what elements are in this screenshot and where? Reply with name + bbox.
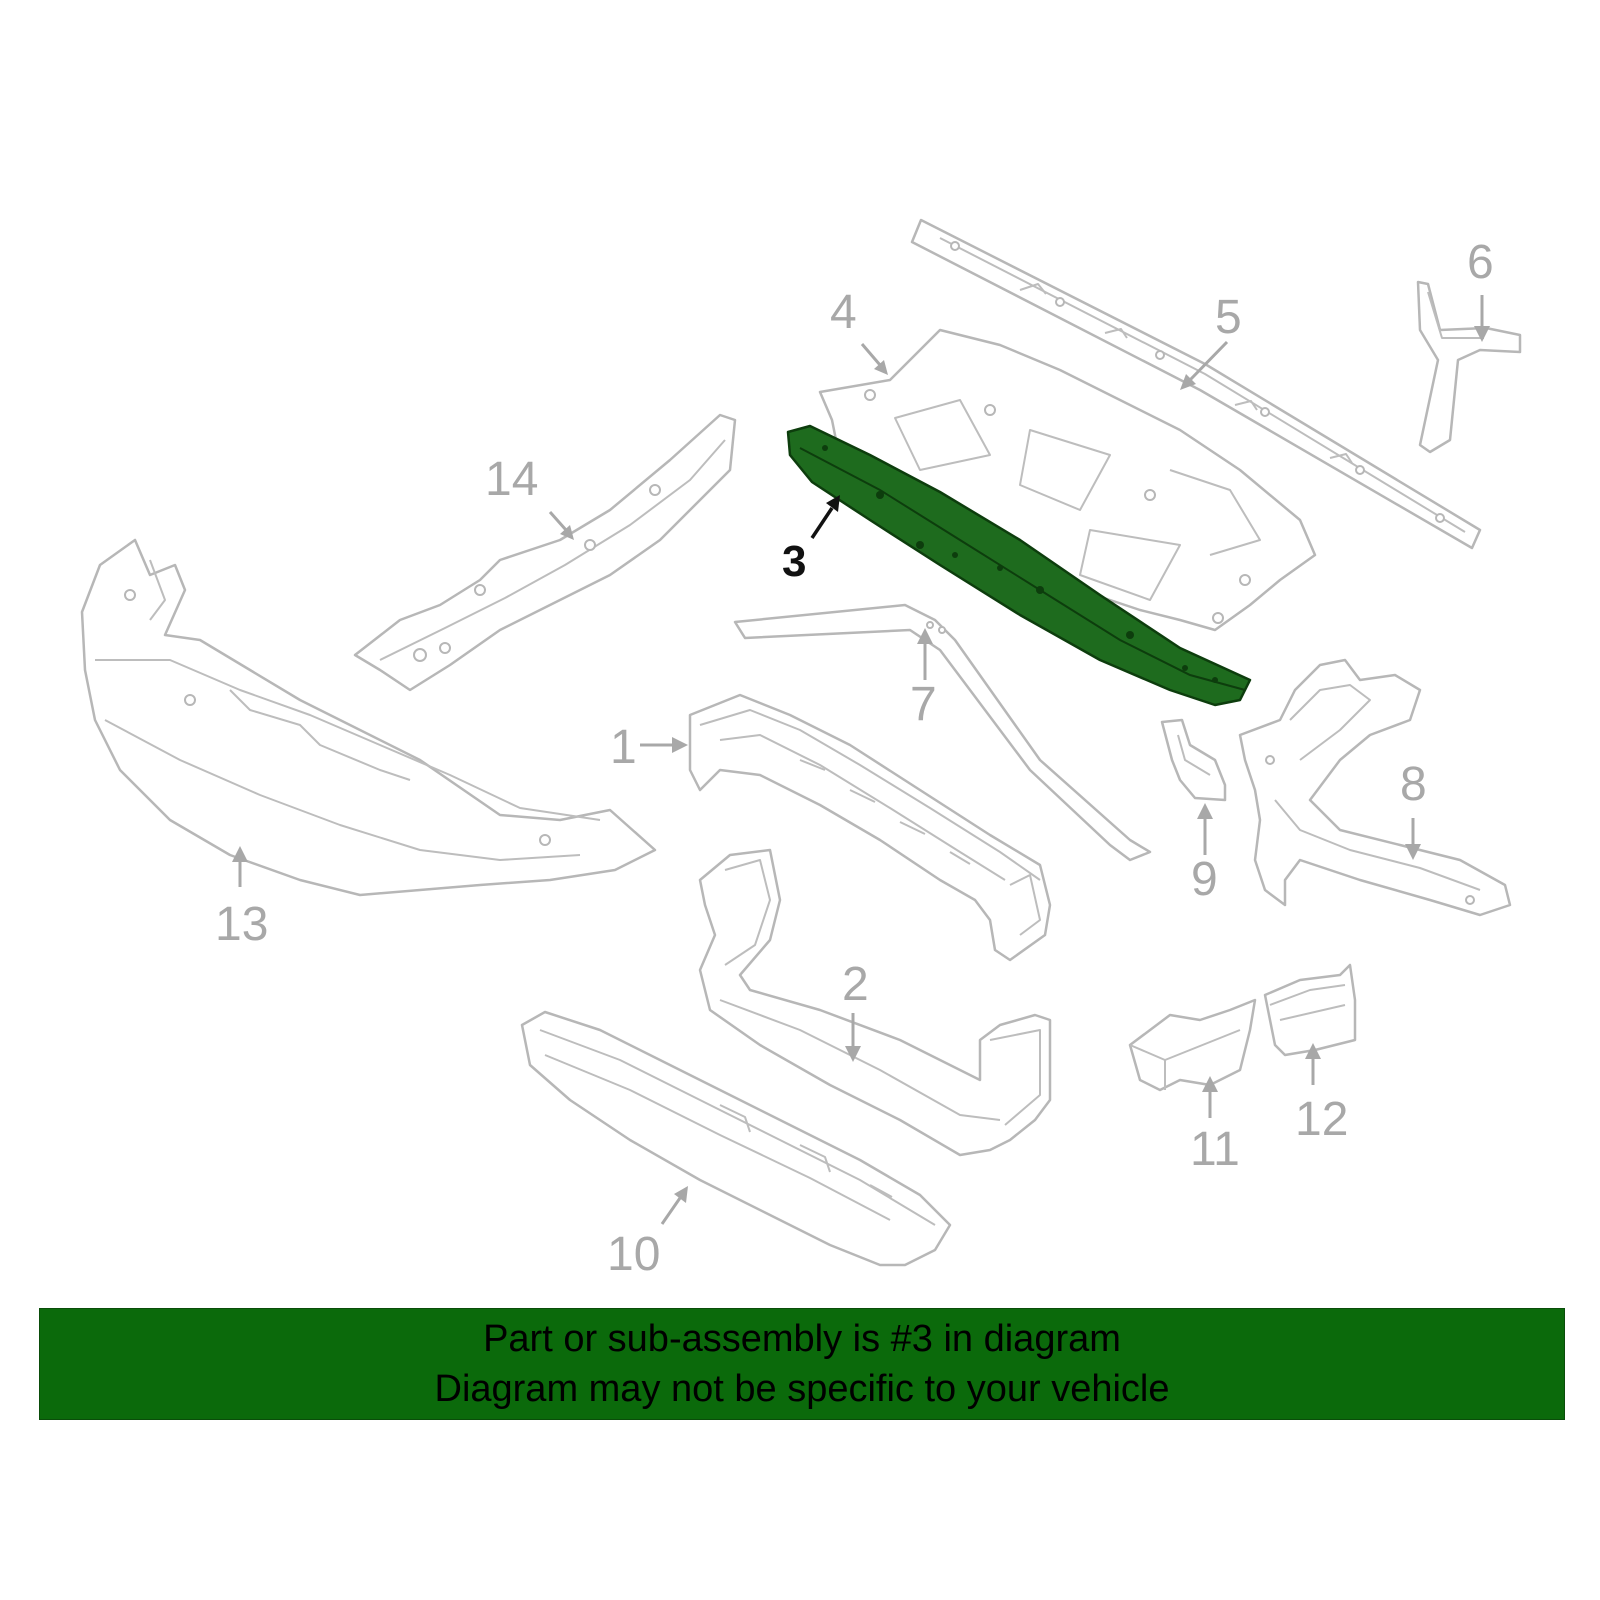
- callout-9: 9: [1191, 853, 1218, 906]
- part-13-lower-panel: [80, 538, 657, 897]
- info-banner: Part or sub-assembly is #3 in diagram Di…: [39, 1308, 1565, 1420]
- callout-8: 8: [1400, 758, 1427, 811]
- callout-4: 4: [830, 286, 857, 339]
- part-3-highlighted-reinforcement: [786, 424, 1252, 707]
- part-10-lower-crossmember: [520, 1010, 952, 1267]
- callout-7: 7: [910, 678, 937, 731]
- leader-lines: [232, 295, 1490, 1225]
- callout-11: 11: [1190, 1123, 1240, 1176]
- part-12-duct: [1263, 963, 1357, 1057]
- callout-2: 2: [842, 958, 869, 1011]
- callout-1: 1: [610, 721, 637, 774]
- banner-line-2: Diagram may not be specific to your vehi…: [434, 1368, 1170, 1410]
- callout-5: 5: [1215, 291, 1242, 344]
- callout-6: 6: [1467, 236, 1494, 289]
- part-14-upper-bracket: [353, 413, 737, 692]
- part-6-bracket: [1416, 280, 1522, 454]
- part-2-lower-support: [698, 848, 1052, 1157]
- part-7-brace: [733, 603, 1152, 862]
- callout-13: 13: [215, 898, 268, 951]
- banner-line-1: Part or sub-assembly is #3 in diagram: [483, 1318, 1121, 1360]
- part-9-small-bracket: [1160, 718, 1227, 802]
- callout-12: 12: [1295, 1093, 1348, 1146]
- part-11-duct: [1128, 998, 1257, 1092]
- callout-labels: 1 2 3 4 5 6 7 8 9 10 11 12 13 14: [215, 236, 1494, 1281]
- part-8-right-bracket: [1238, 658, 1512, 917]
- callout-10: 10: [607, 1228, 660, 1281]
- callout-3-highlighted: 3: [782, 537, 806, 586]
- callout-14: 14: [485, 453, 538, 506]
- part-1-upper-frame: [688, 693, 1052, 962]
